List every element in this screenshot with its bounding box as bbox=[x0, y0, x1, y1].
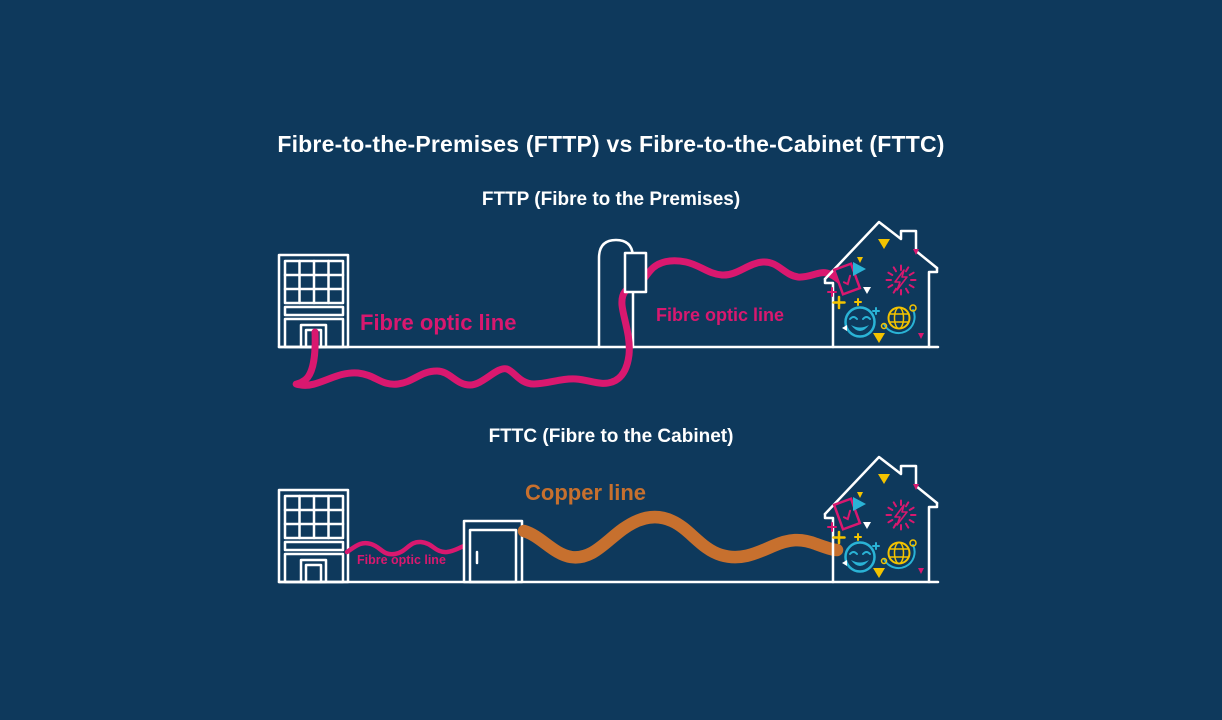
fttp-diagram bbox=[277, 220, 940, 389]
fttp-overhead-line-label: Fibre optic line bbox=[656, 305, 785, 325]
street-cabinet bbox=[462, 519, 524, 584]
copper-line-path bbox=[517, 510, 844, 564]
premises-house bbox=[823, 455, 939, 584]
fibre-optic-line-path bbox=[292, 257, 847, 389]
telegraph-pole bbox=[597, 238, 635, 349]
fttc-heading: FTTC (Fibre to the Cabinet) bbox=[488, 426, 734, 447]
premises-house bbox=[823, 220, 939, 349]
page-title: Fibre-to-the-Premises (FTTP) vs Fibre-to… bbox=[277, 131, 945, 157]
exchange-building bbox=[277, 488, 350, 584]
pole-junction-box bbox=[623, 251, 648, 294]
fttp-heading: FTTP (Fibre to the Premises) bbox=[481, 189, 741, 210]
fttc-diagram bbox=[277, 455, 940, 584]
fttc-fibre-line-label: Fibre optic line bbox=[357, 553, 446, 567]
fttp-underground-line-label: Fibre optic line bbox=[360, 310, 517, 335]
fttc-copper-line-label: Copper line bbox=[525, 480, 647, 505]
fibre-to-cabinet-line-path bbox=[344, 539, 471, 557]
